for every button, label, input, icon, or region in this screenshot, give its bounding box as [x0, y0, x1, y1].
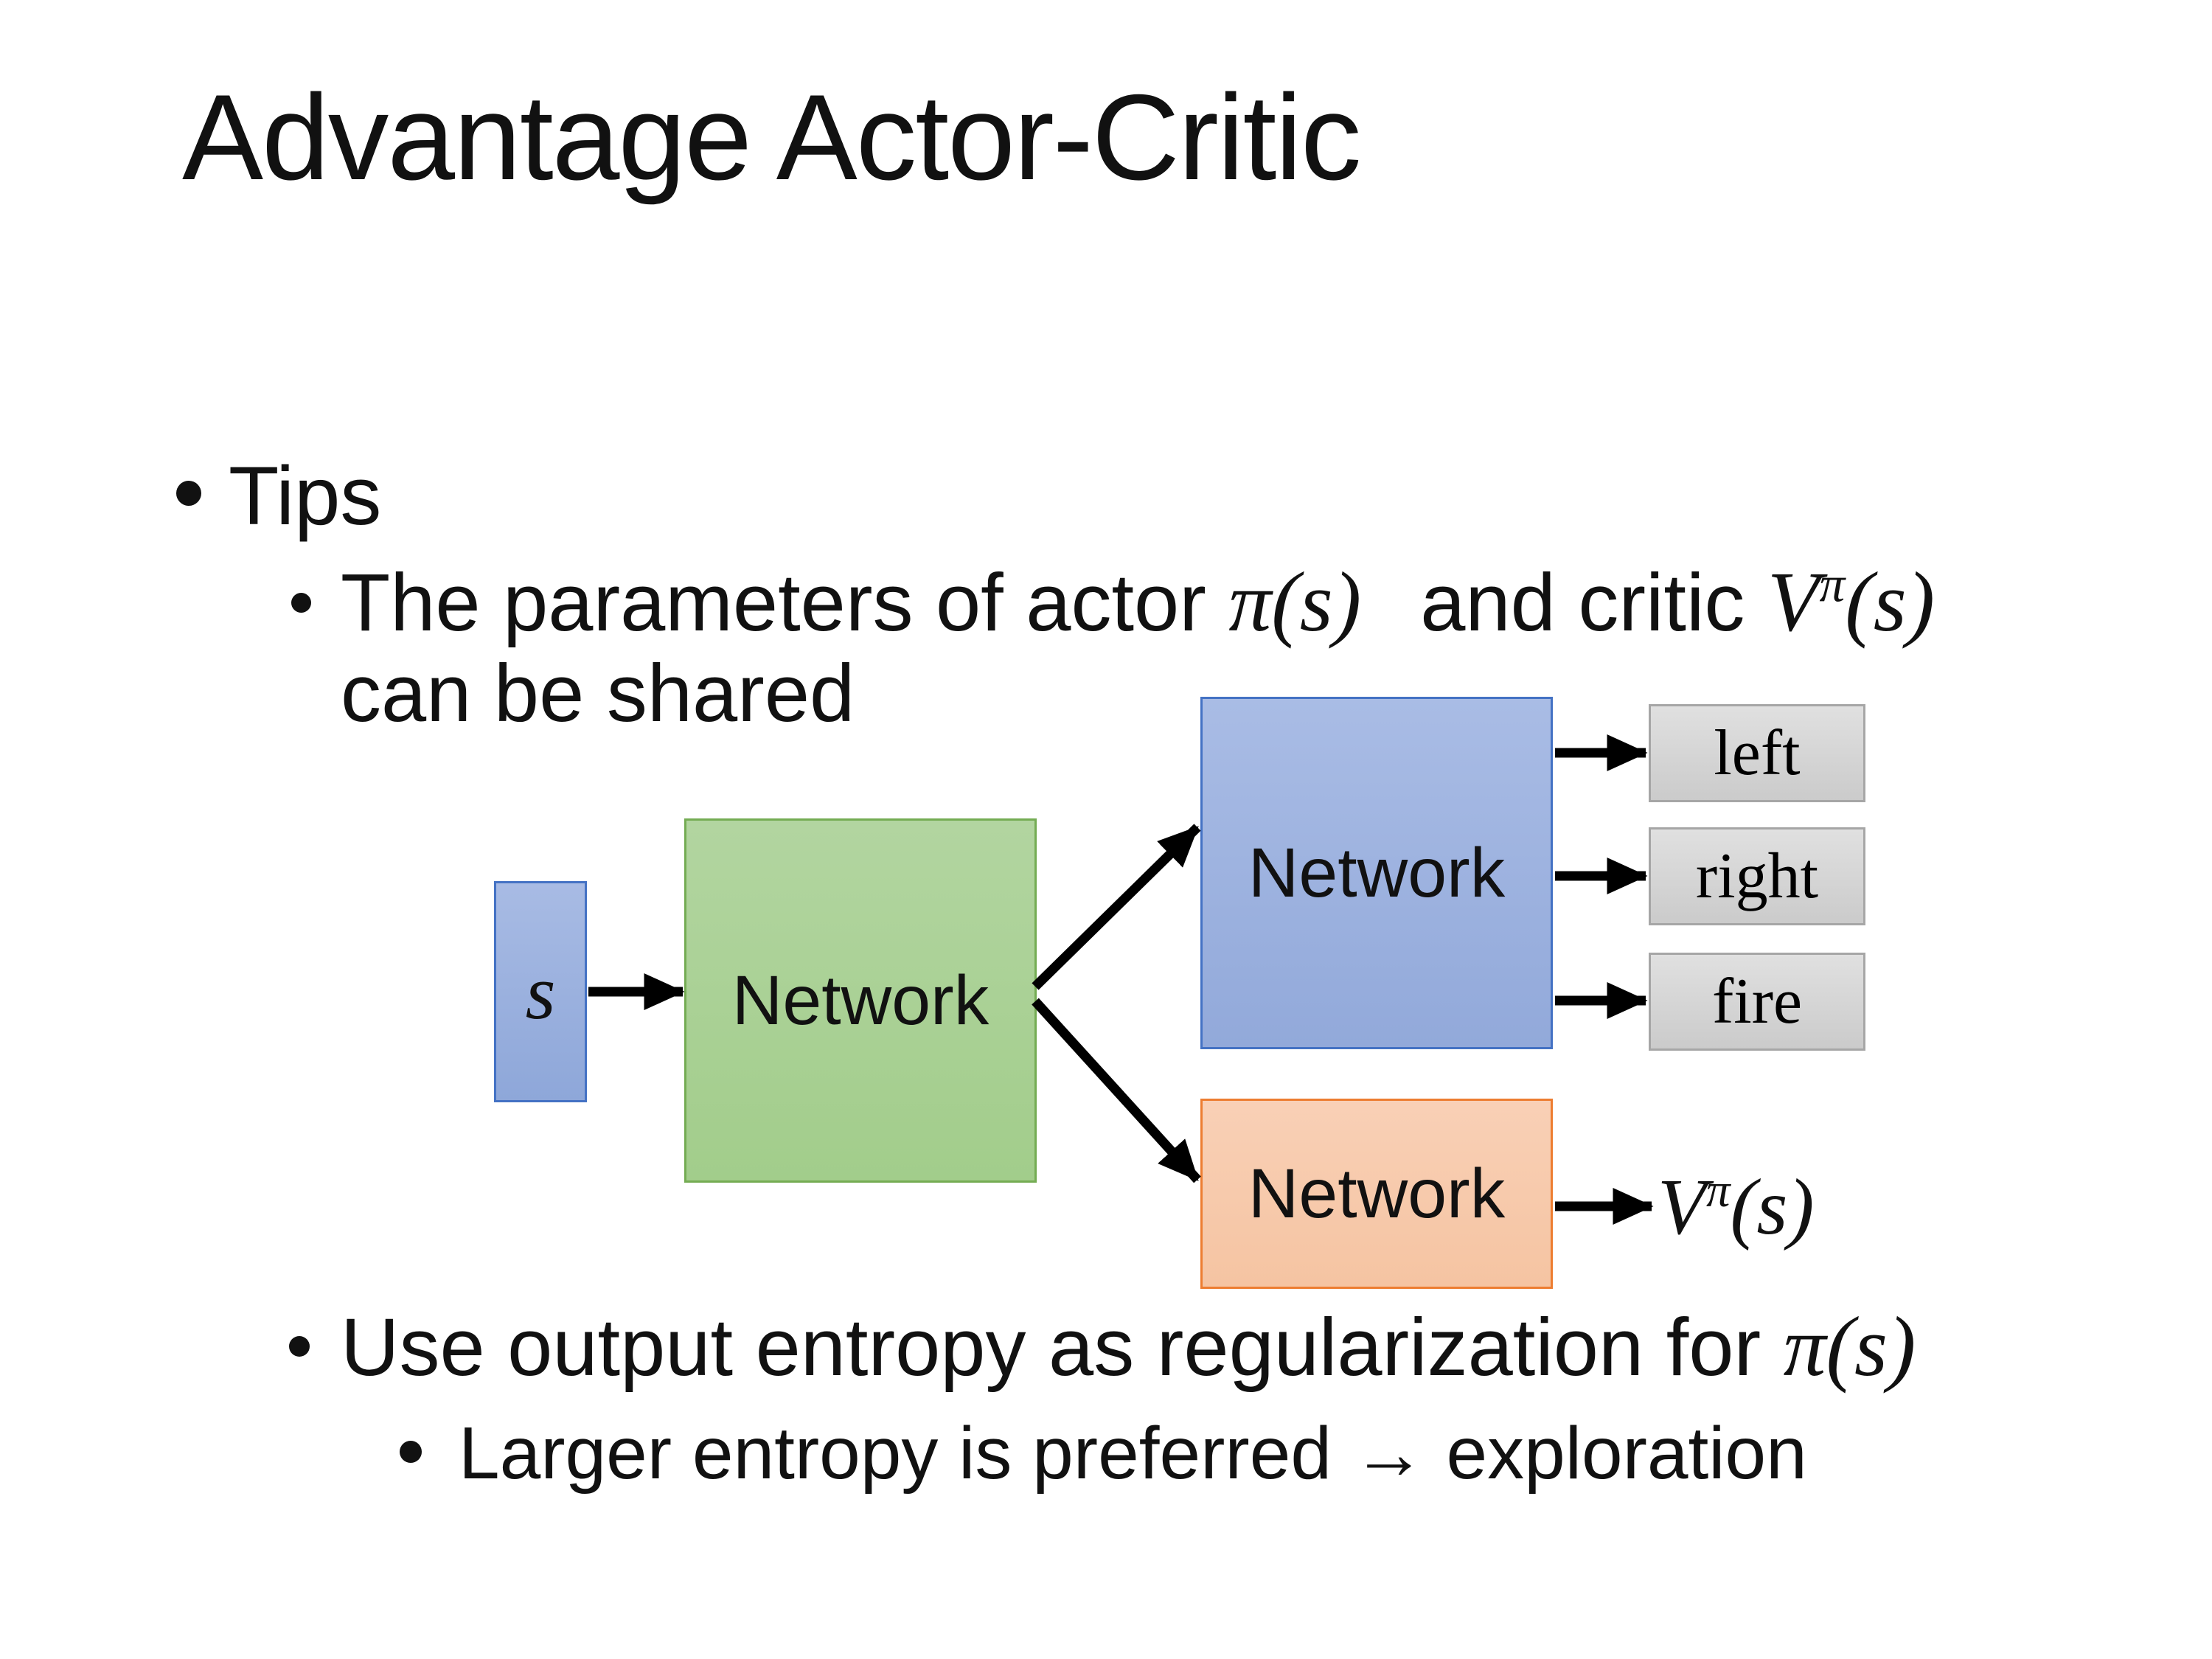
- state-box: s: [494, 881, 587, 1102]
- bullet-dot-level1: [176, 481, 201, 506]
- critic-output-base: V: [1658, 1164, 1706, 1251]
- bullet-can-be-shared: can be shared: [341, 648, 855, 739]
- state-label: s: [525, 948, 556, 1035]
- bullet-dot-level2: [291, 593, 311, 613]
- critic-network-box: Network: [1200, 1099, 1553, 1289]
- critic-v-base: V: [1767, 554, 1820, 649]
- bullet-exploration-line: Larger entropy is preferred → exploratio…: [459, 1412, 1807, 1495]
- action-box-left: left: [1649, 704, 1865, 802]
- bullet-dot-level2b: [289, 1336, 310, 1357]
- critic-v-args: (s): [1845, 554, 1935, 649]
- bullet-entropy-line: Use output entropy as regularization for…: [341, 1298, 1916, 1396]
- shared-network-label: Network: [731, 961, 990, 1040]
- bullet-parameters-text: The parameters of actor: [341, 557, 1229, 648]
- critic-v-math: Vπ(s): [1767, 554, 1935, 649]
- critic-output-args: (s): [1730, 1164, 1815, 1251]
- actor-network-label: Network: [1248, 833, 1506, 912]
- actor-pi-math: π(s): [1228, 554, 1362, 649]
- critic-network-label: Network: [1248, 1154, 1506, 1233]
- action-box-right: right: [1649, 827, 1865, 925]
- critic-output-label: Vπ(s): [1658, 1162, 1814, 1253]
- critic-v-sup: π: [1819, 555, 1846, 613]
- arrow-shared-to-actor: [1032, 824, 1201, 990]
- slide-title: Advantage Actor-Critic: [182, 69, 1362, 205]
- bullet-tips: Tips: [229, 450, 382, 542]
- bullet-parameters-line: The parameters of actor π(s) and critic …: [341, 553, 1935, 651]
- entropy-pi-math: π(s): [1783, 1299, 1916, 1394]
- bullet-entropy-text: Use output entropy as regularization for: [341, 1302, 1784, 1393]
- critic-output-sup: π: [1705, 1164, 1731, 1217]
- bullet-parameters-mid: and critic: [1397, 557, 1767, 648]
- actor-network-box: Network: [1200, 697, 1553, 1049]
- action-box-fire: fire: [1649, 953, 1865, 1051]
- shared-network-box: Network: [684, 818, 1037, 1183]
- arrow-shared-to-critic: [1032, 998, 1201, 1183]
- bullet-dot-level3: [400, 1441, 422, 1463]
